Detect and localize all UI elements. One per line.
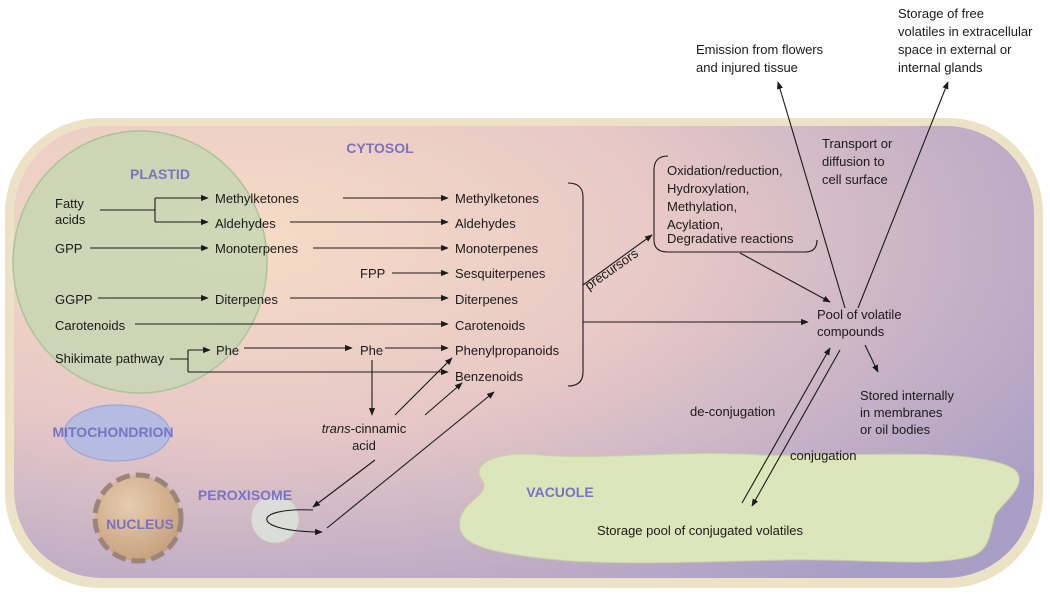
plastid-phe-label: Phe bbox=[216, 343, 239, 358]
conjugation-label: conjugation bbox=[790, 448, 857, 463]
vacuole-label: VACUOLE bbox=[526, 484, 593, 500]
storage-conjugated-label: Storage pool of conjugated volatiles bbox=[597, 523, 803, 538]
emission-label-line1: Emission from flowers bbox=[696, 42, 824, 57]
pool-label-line1: Pool of volatile bbox=[817, 307, 902, 322]
cytosol-phe-label: Phe bbox=[360, 343, 383, 358]
product-benzenoids: Benzenoids bbox=[455, 369, 523, 384]
arrow-deconjugation bbox=[741, 347, 831, 504]
arrow-pool-to-emission bbox=[777, 81, 846, 309]
fpp-label: FPP bbox=[360, 266, 385, 281]
plastid-label: PLASTID bbox=[130, 166, 190, 182]
stored-internally-label-line3: or oil bodies bbox=[860, 422, 931, 437]
arrow-conjugation bbox=[751, 349, 841, 507]
vacuole bbox=[459, 453, 1020, 564]
mitochondrion-label: MITOCHONDRION bbox=[52, 424, 173, 440]
product-phenylpropanoids: Phenylpropanoids bbox=[455, 343, 560, 358]
plastid-methylketones-label: Methylketones bbox=[215, 191, 299, 206]
trans-cinnamic-acid-label-line2: acid bbox=[352, 438, 376, 453]
storage-free-label-line3: space in external or bbox=[898, 42, 1012, 57]
product-diterpenes: Diterpenes bbox=[455, 292, 518, 307]
arrow-pool-to-stored-internally bbox=[864, 344, 879, 373]
arrow-cinnamic-to-phenylpropanoids bbox=[394, 357, 453, 416]
pool-label-line2: compounds bbox=[817, 324, 885, 339]
product-aldehydes: Aldehydes bbox=[455, 216, 516, 231]
modification-acylation: Acylation, bbox=[667, 217, 723, 232]
storage-free-label-line4: internal glands bbox=[898, 60, 983, 75]
arrow-precursors-to-modifications bbox=[582, 234, 653, 286]
transport-label-line1: Transport or bbox=[822, 136, 893, 151]
peroxisome-label: PEROXISOME bbox=[198, 487, 292, 503]
cytosol-label: CYTOSOL bbox=[346, 140, 414, 156]
fatty-acids-label-line1: Fatty bbox=[55, 196, 84, 211]
fatty-acids-label-line2: acids bbox=[55, 212, 86, 227]
arrow-cinnamic-to-benzenoids bbox=[424, 382, 463, 416]
storage-free-label-line2: volatiles in extracellular bbox=[898, 24, 1033, 39]
arrow-pool-to-extracellular-storage bbox=[857, 81, 949, 309]
plastid-diterpenes-label: Diterpenes bbox=[215, 292, 278, 307]
modification-hydroxylation: Hydroxylation, bbox=[667, 181, 749, 196]
product-monoterpenes: Monoterpenes bbox=[455, 241, 539, 256]
product-methylketones: Methylketones bbox=[455, 191, 539, 206]
product-sesquiterpenes: Sesquiterpenes bbox=[455, 266, 546, 281]
plastid-aldehydes-label: Aldehydes bbox=[215, 216, 276, 231]
peroxisome bbox=[250, 494, 300, 544]
modification-oxidation-reduction: Oxidation/reduction, bbox=[667, 163, 783, 178]
trans-cinnamic-acid-label-line1: trans-cinnamic bbox=[322, 421, 407, 436]
modifications-bracket bbox=[653, 155, 818, 253]
transport-label-line2: diffusion to bbox=[822, 154, 885, 169]
shikimate-pathway-label: Shikimate pathway bbox=[55, 351, 165, 366]
peroxisome-loop-arrow bbox=[266, 509, 323, 536]
modification-degradative-reactions: Degradative reactions bbox=[667, 231, 794, 246]
plastid-carotenoids-label: Carotenoids bbox=[55, 318, 126, 333]
de-conjugation-label: de-conjugation bbox=[690, 404, 775, 419]
storage-free-label-line1: Storage of free bbox=[898, 6, 984, 21]
arrow-peroxisome-to-benzenoids bbox=[326, 391, 495, 529]
nucleus-label: NUCLEUS bbox=[106, 516, 174, 532]
plastid-monoterpenes-label: Monoterpenes bbox=[215, 241, 299, 256]
nucleus bbox=[92, 472, 184, 564]
emission-label-line2: and injured tissue bbox=[696, 60, 798, 75]
arrow-cinnamic-to-peroxisome bbox=[312, 459, 376, 508]
mitochondrion bbox=[63, 404, 171, 462]
stored-internally-label-line2: in membranes bbox=[860, 405, 943, 420]
modification-methylation: Methylation, bbox=[667, 199, 737, 214]
transport-label-line3: cell surface bbox=[822, 172, 888, 187]
gpp-label: GPP bbox=[55, 241, 82, 256]
arrow-modifications-to-pool bbox=[739, 252, 831, 303]
ggpp-label: GGPP bbox=[55, 292, 93, 307]
stored-internally-label-line1: Stored internally bbox=[860, 388, 954, 403]
product-carotenoids: Carotenoids bbox=[455, 318, 526, 333]
